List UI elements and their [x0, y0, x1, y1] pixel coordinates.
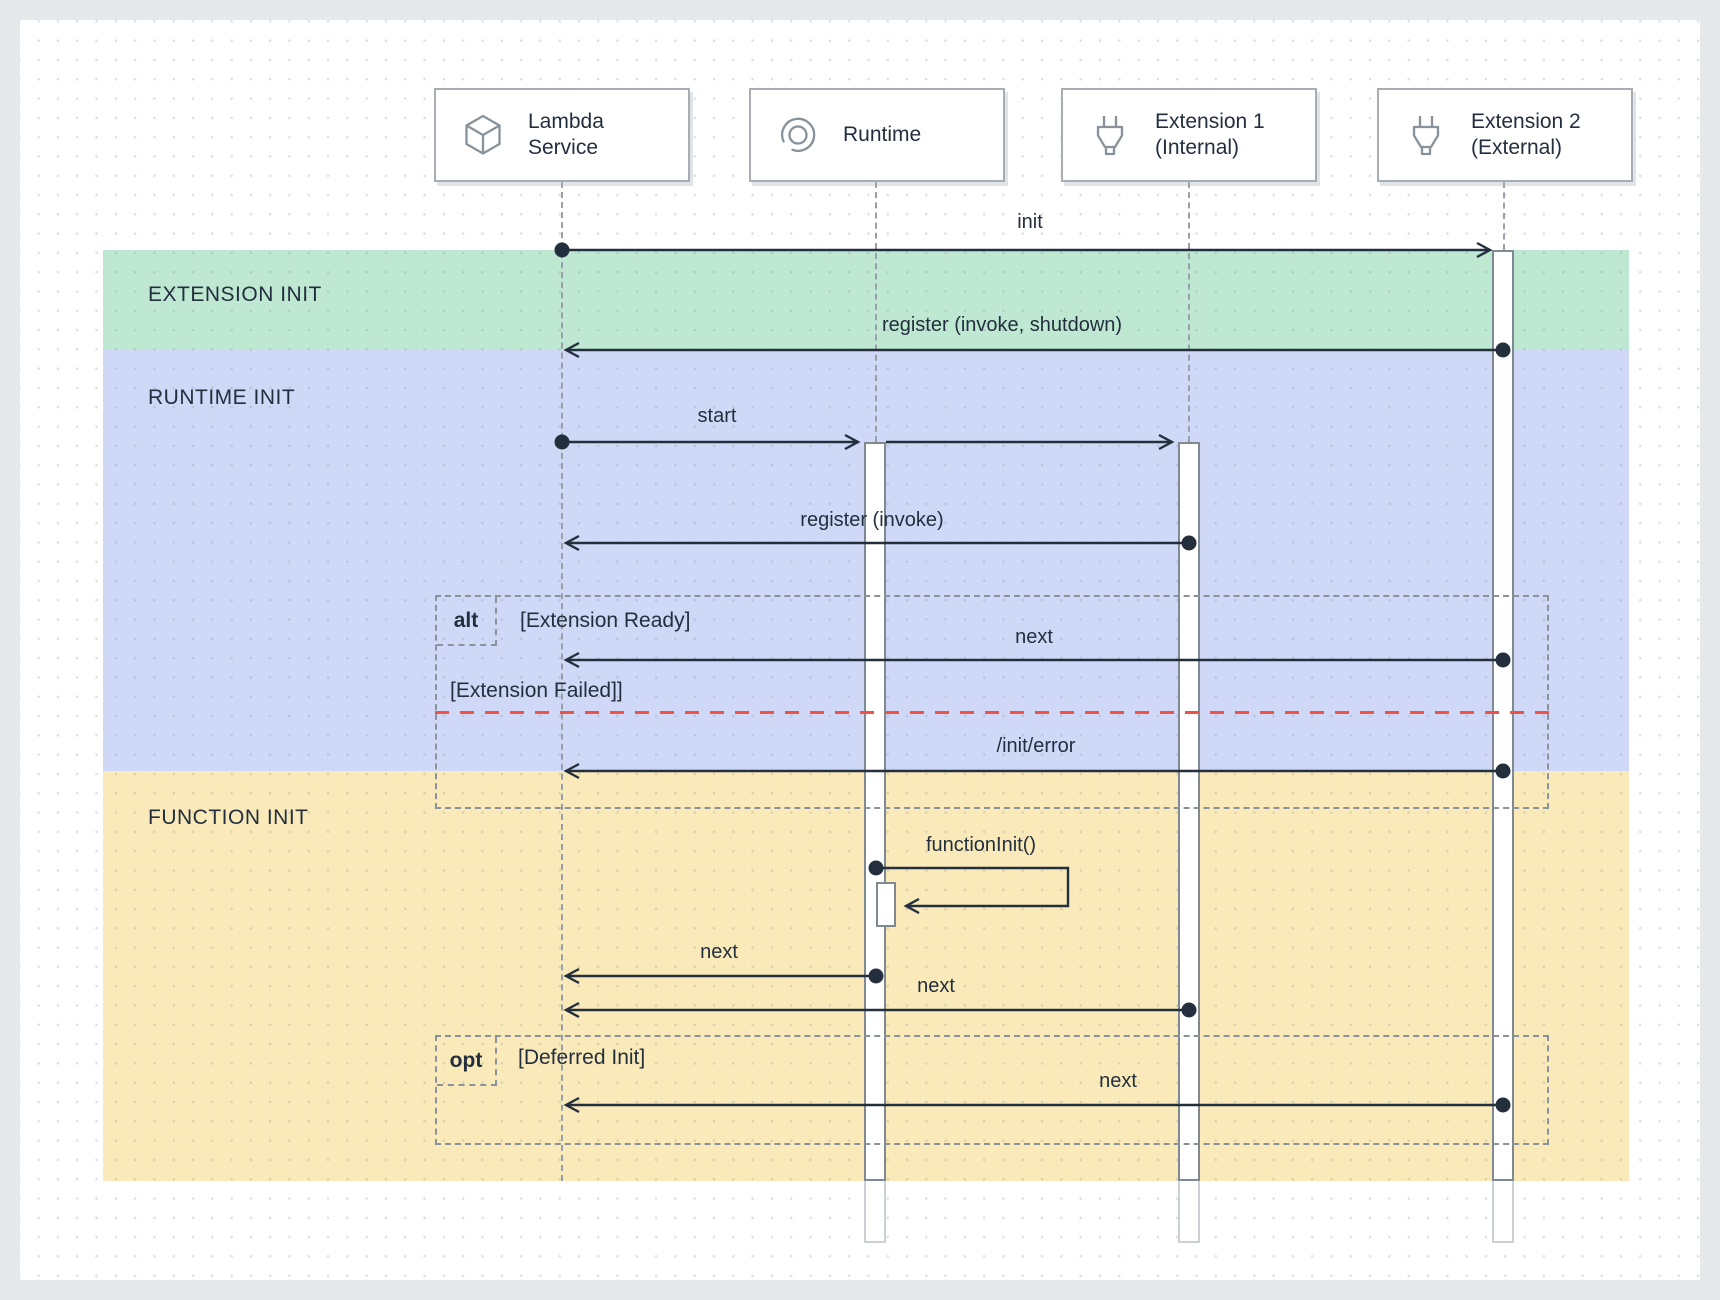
participant-label-line1: Lambda — [528, 110, 604, 133]
phase-label-runtime-init: RUNTIME INIT — [148, 386, 296, 409]
phase-label-extension-init: EXTENSION INIT — [148, 283, 322, 306]
activation-bar-extension-2 — [1492, 250, 1514, 1181]
phase-label-function-init: FUNCTION INIT — [148, 806, 309, 829]
message-label-init: init — [1017, 211, 1043, 233]
message-label-init-error: /init/error — [996, 735, 1076, 757]
lifeline-extension-1 — [1188, 182, 1190, 442]
message-label-register-invoke-shutdown: register (invoke, shutdown) — [881, 314, 1123, 336]
activation-bar-extension-1 — [1178, 442, 1200, 1181]
opt-guard-deferred-init: [Deferred Init] — [518, 1046, 646, 1069]
participant-label-line2: Service — [528, 136, 599, 159]
participant-extension-1: Extension 1 (Internal) — [1061, 88, 1317, 182]
alt-guard-extension-ready: [Extension Ready] — [520, 609, 691, 632]
plug-icon — [1412, 116, 1440, 156]
participant-label: Lambda Service — [528, 109, 604, 161]
message-label-next-runtime: next — [700, 941, 738, 963]
message-label-next-alt: next — [1015, 626, 1053, 648]
plug-icon — [1096, 116, 1124, 156]
activation-bar-runtime-self-call — [876, 882, 896, 927]
message-label-start: start — [697, 405, 737, 427]
participant-label-line1: Runtime — [843, 123, 922, 146]
alt-operator-label: alt — [453, 608, 479, 632]
cube-icon — [465, 114, 501, 155]
participant-label-line2: (External) — [1471, 136, 1563, 159]
message-label-next-opt: next — [1099, 1070, 1137, 1092]
lifeline-extension-2 — [1503, 182, 1505, 250]
cycle-icon — [781, 117, 816, 152]
participant-label-line1: Extension 2 — [1471, 110, 1581, 133]
participant-label-line1: Extension 1 — [1155, 110, 1265, 133]
participant-label: Extension 1 (Internal) — [1155, 109, 1265, 161]
activation-bar-extension-2-tail — [1492, 1181, 1514, 1243]
message-label-function-init: functionInit() — [925, 834, 1037, 856]
alt-divider — [435, 711, 1549, 714]
participant-runtime: Runtime — [749, 88, 1005, 182]
opt-frame: opt — [435, 1035, 1549, 1145]
message-label-register-invoke: register (invoke) — [800, 509, 944, 531]
alt-operator-box: alt — [437, 597, 497, 646]
participant-label: Runtime — [843, 122, 921, 148]
opt-operator-box: opt — [437, 1037, 497, 1086]
opt-operator-label: opt — [449, 1048, 483, 1072]
lifeline-lambda-service — [561, 182, 563, 1181]
alt-frame: alt — [435, 595, 1549, 809]
activation-bar-runtime — [864, 442, 886, 1181]
phase-band-extension-init — [103, 250, 1629, 350]
participant-extension-2: Extension 2 (External) — [1377, 88, 1633, 182]
participant-label-line2: (Internal) — [1155, 136, 1240, 159]
dot-grid — [20, 20, 1700, 1280]
alt-guard-extension-failed: [Extension Failed]] — [450, 679, 623, 702]
activation-bar-extension-1-tail — [1178, 1181, 1200, 1243]
participant-label: Extension 2 (External) — [1471, 109, 1581, 161]
participant-lambda-service: Lambda Service — [434, 88, 690, 182]
activation-bar-runtime-tail — [864, 1181, 886, 1243]
lifeline-runtime — [875, 182, 877, 442]
message-label-next-extension-1: next — [917, 975, 955, 997]
